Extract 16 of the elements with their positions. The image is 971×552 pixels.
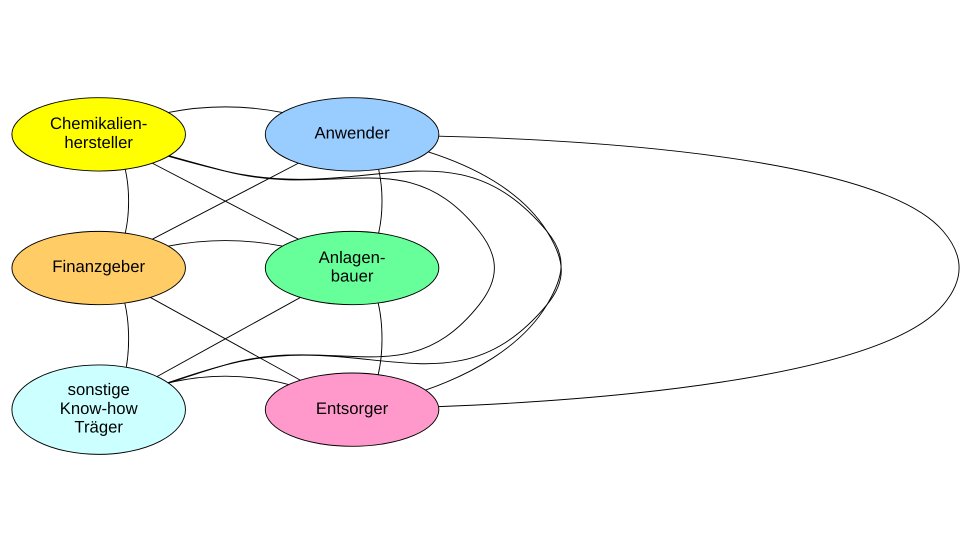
node-ellipse: Entsorger xyxy=(264,372,440,447)
node-ellipse: Chemikalien- hersteller xyxy=(11,97,186,172)
connector xyxy=(168,240,283,247)
connector xyxy=(152,162,299,240)
connector xyxy=(378,169,382,234)
connector xyxy=(168,106,283,113)
connector xyxy=(438,136,960,408)
node-ellipse: Anlagen- bauer xyxy=(264,230,440,306)
connector xyxy=(168,376,290,385)
node-ellipse: sonstige Know-how Träger xyxy=(11,364,186,455)
connector xyxy=(378,302,382,376)
node-ellipse: Finanzgeber xyxy=(11,230,186,306)
node-ellipse: Anwender xyxy=(264,97,440,172)
connector xyxy=(124,169,130,234)
connector xyxy=(124,302,130,368)
connector xyxy=(168,155,495,384)
